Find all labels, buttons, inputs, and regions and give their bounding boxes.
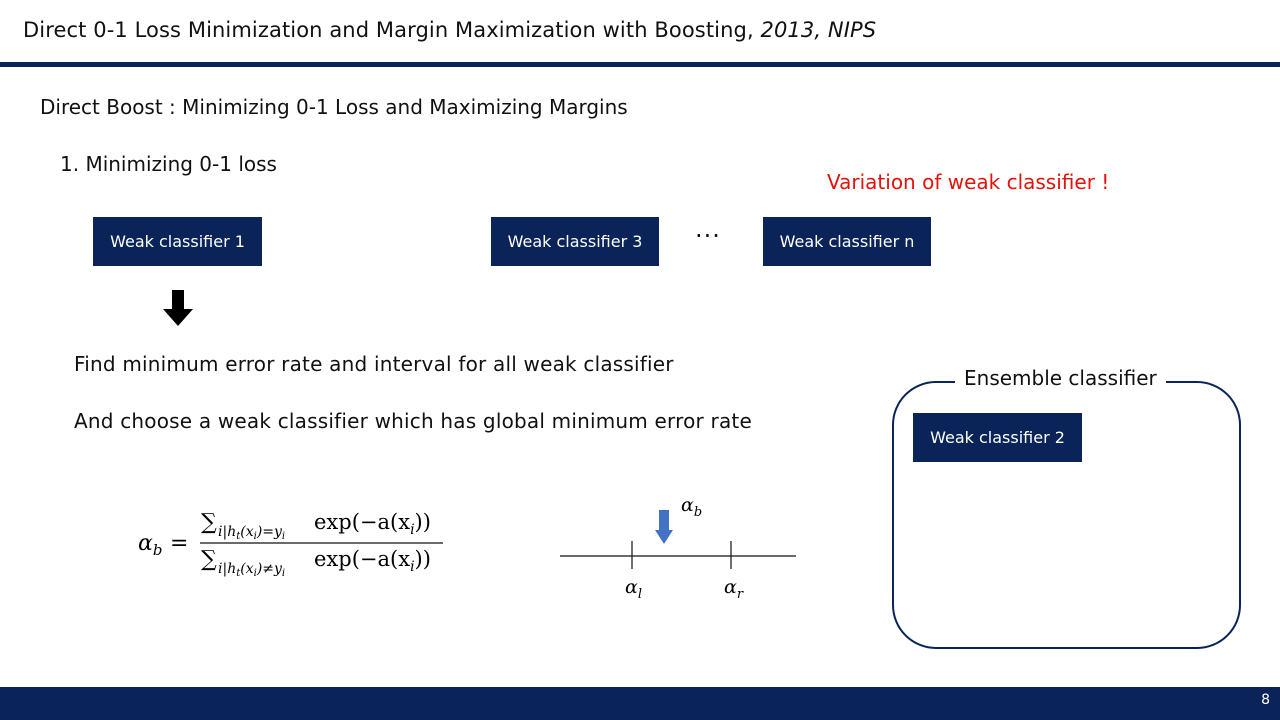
slide-subtitle: Direct Boost : Minimizing 0-1 Loss and M… [40,95,628,119]
svg-text:i|ht(xi)=yi: i|ht(xi)=yi [218,524,285,542]
step-choose-classifier: And choose a weak classifier which has g… [74,409,752,433]
denominator-expr: exp(−a(x [314,547,410,571]
denominator-expr-end: )) [415,547,431,571]
numerator-sub-t: t [236,531,241,542]
interval-alpha-l: α [625,576,638,598]
weak-classifier-1-box: Weak classifier 1 [93,217,262,266]
svg-text:αb: αb [138,531,162,559]
denominator-index-cond: (x [240,561,253,577]
interval-alpha-b: α [681,494,694,516]
page-number: 8 [1261,692,1270,708]
variation-note: Variation of weak classifier ! [827,170,1110,194]
denominator-expr-sub: i [410,559,414,575]
weak-classifier-2-box: Weak classifier 2 [913,413,1082,462]
interval-b-sub: b [694,505,702,520]
header-divider [0,62,1280,67]
numerator-expr: exp(−a(x [314,510,410,534]
svg-text:αr: αr [724,576,744,602]
alpha-b-marker-arrow-icon [655,510,673,544]
svg-text:exp(−a(xi)): exp(−a(xi)) [314,547,431,575]
numerator-index: i|h [218,524,236,540]
denominator-sub-yi: i [282,568,285,579]
numerator-sum: ∑ [201,510,217,535]
ensemble-classifier-label: Ensemble classifier [955,366,1166,390]
interval-diagram: αb αl αr [560,494,796,602]
numerator-sub-yi: i [282,531,285,542]
section-heading: 1. Minimizing 0-1 loss [60,152,277,176]
denominator-sub-t: t [236,568,241,579]
svg-text:exp(−a(xi)): exp(−a(xi)) [314,510,431,538]
denominator-sub-i: i [254,568,257,579]
formula-equals: = [170,531,188,556]
interval-r-sub: r [737,587,744,602]
slide-header-title: Direct 0-1 Loss Minimization and Margin … [23,18,876,42]
numerator-expr-sub: i [410,522,414,538]
denominator-sum: ∑ [201,547,217,572]
header-title-main: Direct 0-1 Loss Minimization and Margin … [23,18,761,42]
denominator-index-end: )≠y [256,561,283,577]
step-find-minimum: Find minimum error rate and interval for… [74,352,674,376]
formula-lhs-sub: b [153,541,163,559]
weak-classifier-n-box: Weak classifier n [763,217,931,266]
svg-text:αb: αb [681,494,702,520]
numerator-sub-i: i [254,531,257,542]
header-title-venue: 2013, NIPS [760,18,877,42]
footer-bar [0,687,1280,720]
numerator-index-cond: (x [240,524,253,540]
interval-alpha-r: α [724,576,737,598]
formula-lhs: α [138,531,153,556]
numerator-expr-end: )) [415,510,431,534]
alpha-b-formula: αb = ∑ i|ht(xi)=yi exp(−a(xi)) ∑ i|ht(xi… [138,510,443,579]
svg-text:αl: αl [625,576,642,602]
denominator-index: i|h [218,561,236,577]
svg-text:i|ht(xi)≠yi: i|ht(xi)≠yi [218,561,285,579]
weak-classifier-3-box: Weak classifier 3 [491,217,659,266]
down-arrow-icon [163,290,193,326]
interval-l-sub: l [638,587,642,602]
classifier-ellipsis: ··· [695,222,721,250]
numerator-index-end: )=y [256,524,283,540]
